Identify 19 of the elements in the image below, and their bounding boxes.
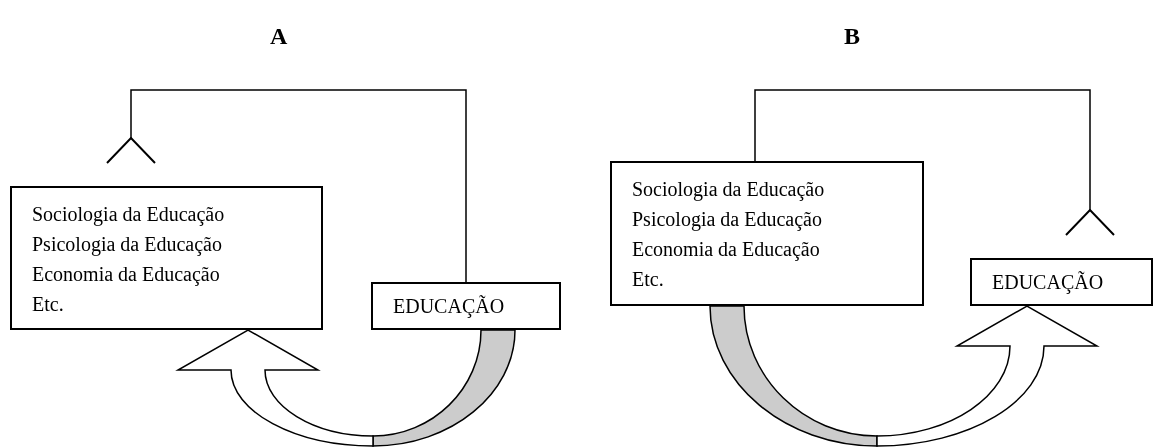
subject-line: Economia da Educação (632, 237, 820, 263)
subject-line: Sociologia da Educação (32, 202, 225, 228)
subject-line: Etc. (32, 292, 64, 317)
subject-line: Psicologia da Educação (632, 207, 822, 233)
subject-line: Sociologia da Educação (632, 177, 825, 203)
node-label: EDUCAÇÃO (393, 294, 505, 318)
text-box (610, 161, 924, 306)
curved-block-arrow (177, 329, 516, 447)
panel-heading: B (844, 24, 860, 48)
curved-block-arrow (709, 305, 1098, 447)
subject-line: Economia da Educação (32, 262, 220, 288)
subject-line: Psicologia da Educação (32, 232, 222, 258)
subject-line: Etc. (632, 267, 664, 292)
node-label: EDUCAÇÃO (992, 270, 1104, 294)
panel-heading: A (270, 24, 288, 48)
connector-line (106, 89, 467, 283)
label-box (970, 258, 1153, 306)
label-box (371, 282, 561, 330)
text-box (10, 186, 323, 330)
